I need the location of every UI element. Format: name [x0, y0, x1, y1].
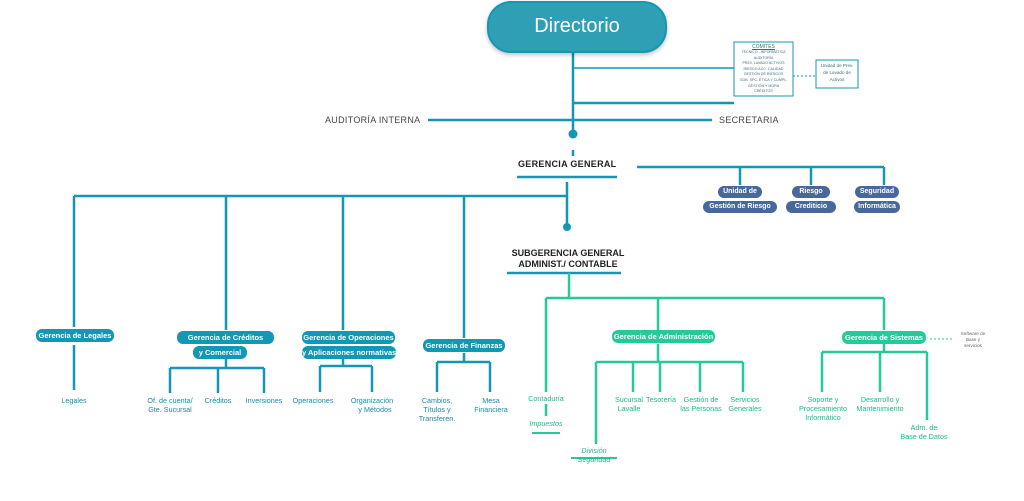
gerencia-creditos-line2: y Comercial [193, 346, 247, 359]
leaf-tesoreria: Tesorería [646, 395, 676, 404]
leaf-line: Software de [960, 331, 986, 336]
leaf-organizacion: Organización y Métodos [344, 396, 400, 414]
staff-seguridad-informatica-line2: Informática [854, 201, 900, 213]
leaf-line: Seguridad [577, 455, 611, 464]
leaf-line: Gte. Sucursal [148, 405, 192, 414]
leaf-line: Mantenimiento [856, 404, 904, 413]
leaf-line: Mesa [482, 396, 500, 405]
gerencia-operaciones: Gerencia de Operaciones [302, 331, 395, 344]
auditoria-label: AUDITORÍA INTERNA [325, 115, 421, 125]
leaf-line: Procesamiento [799, 404, 847, 413]
leaf-line: Financiera [474, 405, 508, 414]
leaf-desarrollo: Desarrollo y Mantenimiento [852, 395, 908, 413]
gerencia-finanzas: Gerencia de Finanzas [423, 339, 505, 352]
leaf-operaciones: Operaciones [292, 396, 334, 405]
leaf-mesa: Mesa Financiera [468, 396, 514, 414]
leaf-line: Base de Datos [900, 432, 948, 441]
gerencia-creditos: Gerencia de Créditos [177, 331, 274, 344]
subgerencia-line: ADMINIST./ CONTABLE [518, 259, 618, 269]
leaf-servicios-generales: Servicios Generales [722, 395, 768, 413]
leaf-line: Gestión de [683, 395, 719, 404]
directorio-label: Directorio [534, 15, 620, 37]
gerencia-sistemas: Gerencia de Sistemas [842, 331, 926, 344]
leaf-line: Soporte y [807, 395, 839, 404]
leaf-line: Lavalle [617, 404, 641, 413]
leaf-division-seguridad: División Seguridad [571, 446, 617, 464]
leaf-line: Sucursal [615, 395, 643, 404]
leaf-line: Títulos y [423, 405, 451, 414]
comites-box: COMITES TÉCNICO - INFORMÁTICA AUDITORÍA … [734, 42, 793, 96]
leaf-cambios: Cambios, Títulos y Transferen. [414, 396, 460, 423]
comite-item: GOB. SPC. ÉTICA Y CUMPL. [739, 77, 788, 82]
leaf-software-base: Software de Base y servicios [955, 331, 991, 349]
leaf-line: Informático [805, 413, 841, 422]
staff-seguridad-informatica: Seguridad [855, 186, 899, 198]
gerencia-general-label: GERENCIA GENERAL [518, 159, 617, 169]
leaf-inversiones: Inversiones [245, 396, 283, 405]
leaf-line: Transferen. [418, 414, 456, 423]
directorio-box: Directorio [487, 1, 667, 53]
comites-title: COMITES [752, 44, 775, 50]
uif-line: Unidad de Prev. [820, 63, 854, 68]
staff-riesgo-crediticio-line2: Crediticio [786, 201, 836, 213]
gerencia-legales: Gerencia de Legales [36, 329, 114, 342]
gerencia-operaciones-line2: y Aplicaciones normativas [302, 346, 397, 359]
leaf-of-cuenta: Of. de cuenta/ Gte. Sucursal [140, 396, 200, 414]
uif-line: de Lavado de [823, 70, 851, 75]
leaf-line: Base y [965, 337, 981, 342]
uif-box: Unidad de Prev. de Lavado de Activos [816, 62, 858, 83]
secretaria-label: SECRETARIA [719, 115, 779, 125]
leaf-line: Organización [350, 396, 394, 405]
comite-item: GESTIÓN Y MORA [747, 83, 780, 88]
leaf-legales: Legales [61, 396, 87, 405]
comite-item: RIESGO ACC. CALIDAD [743, 66, 784, 71]
leaf-line: Cambios, [421, 396, 453, 405]
comite-item: GESTIÓN DE RIESGOS [743, 72, 784, 77]
leaf-line: Adm. de [910, 423, 938, 432]
leaf-line: servicios [964, 343, 982, 348]
comite-item: AUDITORÍA [753, 55, 774, 60]
leaf-soporte: Soporte y Procesamiento Informático [795, 395, 851, 422]
comite-item: PREV. LAVADO ACTIVOS [742, 61, 785, 66]
leaf-line: las Personas [680, 404, 722, 413]
gerencia-administracion: Gerencia de Administración [612, 330, 715, 343]
staff-riesgo-crediticio: Riesgo [792, 186, 830, 198]
leaf-line: Servicios [730, 395, 760, 404]
leaf-line: Desarrollo y [860, 395, 900, 404]
leaf-line: Generales [728, 404, 762, 413]
comite-item: TÉCNICO - INFORMÁTICA [741, 50, 786, 54]
leaf-impuestos: Impuestos [529, 419, 563, 428]
leaf-line: División [581, 446, 607, 455]
subgerencia-line: SUBGERENCIA GENERAL [511, 248, 625, 258]
leaf-contaduria: Contaduría [528, 394, 564, 403]
staff-unidad-gestion-riesgo-line2: Gestión de Riesgo [703, 201, 777, 213]
leaf-adm-base-datos: Adm. de Base de Datos [896, 423, 952, 441]
staff-unidad-gestion-riesgo: Unidad de [718, 186, 762, 198]
leaf-line: Of. de cuenta/ [147, 396, 193, 405]
subgerencia-label: SUBGERENCIA GENERAL ADMINIST./ CONTABLE [500, 248, 636, 270]
leaf-line: y Métodos [358, 405, 392, 414]
leaf-sucursal-lavalle: Sucursal Lavalle [612, 395, 646, 413]
leaf-creditos: Créditos [204, 396, 232, 405]
leaf-gestion-personas: Gestión de las Personas [678, 395, 724, 413]
uif-line: Activos [829, 77, 845, 82]
comite-item: CRÉDITOS [754, 89, 773, 94]
